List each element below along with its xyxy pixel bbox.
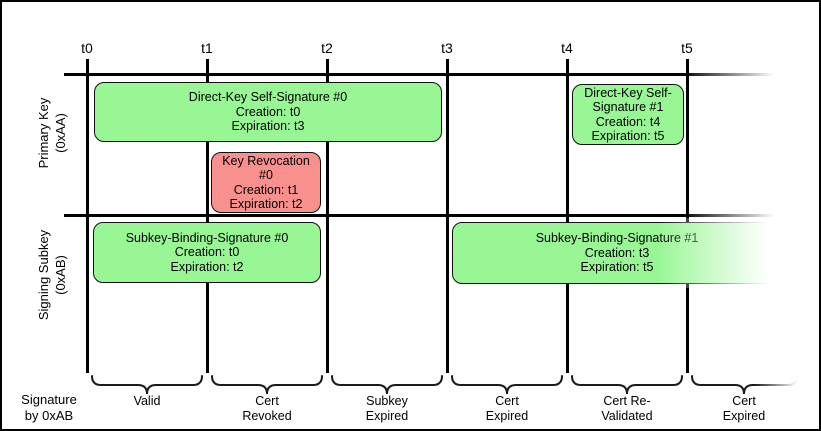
brace-subkey-expired — [331, 375, 443, 395]
axis-caption-line2: by 0xAB — [24, 408, 74, 423]
signature-box-subkey-binding-signature-0: Subkey-Binding-Signature #0 Creation: t0… — [93, 222, 321, 283]
brace-valid — [91, 375, 203, 395]
fade-overlay-subkey-binding-signature-1 — [657, 218, 795, 288]
tick-label-t5: t5 — [681, 40, 693, 56]
signature-box-direct-key-self-signature-1: Direct-Key Self-Signature #1 Creation: t… — [572, 84, 684, 145]
signature-box-direct-key-self-signature-0: Direct-Key Self-Signature #0 Creation: t… — [94, 82, 442, 142]
tick-label-t4: t4 — [561, 40, 573, 56]
tick-label-t1: t1 — [201, 40, 213, 56]
signing-subkey-row-line — [64, 214, 782, 217]
fade-overlay-last-brace — [754, 371, 809, 393]
segment-label-line: Cert — [255, 394, 279, 408]
box-expiration: Expiration: t5 — [591, 129, 665, 143]
axis-caption-signature-by-0xab: Signature by 0xAB — [6, 392, 92, 424]
segment-label-cert-revoked: Cert Revoked — [217, 394, 317, 424]
box-title: Key Revocation #0 — [222, 153, 310, 183]
box-expiration: Expiration: t2 — [170, 259, 244, 274]
segment-label-line: Subkey — [366, 394, 408, 408]
box-creation: Creation: t4 — [595, 114, 661, 129]
box-expiration: Expiration: t2 — [229, 197, 303, 211]
primary-key-row-line — [64, 73, 782, 76]
box-expiration: Expiration: t5 — [580, 260, 654, 275]
segment-label-line: Validated — [601, 409, 653, 423]
box-title: Direct-Key Self-Signature #1 — [584, 85, 672, 115]
brace-cert-revalidated — [571, 375, 683, 395]
brace-cert-expired-1 — [451, 375, 563, 395]
box-expiration: Expiration: t3 — [231, 119, 305, 134]
box-title: Direct-Key Self-Signature #0 — [188, 90, 348, 105]
segment-label-line: Cert Re- — [603, 394, 651, 408]
segment-label-subkey-expired: Subkey Expired — [337, 394, 437, 424]
segment-label-line: Expired — [485, 409, 529, 423]
segment-label-line: Expired — [365, 409, 409, 423]
axis-caption-line1: Signature — [21, 392, 77, 407]
segment-label-cert-expired-2: Cert Expired — [694, 394, 794, 424]
segment-label-cert-expired-1: Cert Expired — [457, 394, 557, 424]
segment-label-line: Revoked — [242, 409, 292, 423]
segment-label-line: Valid — [133, 394, 161, 408]
segment-label-valid: Valid — [97, 394, 197, 409]
tick-label-t2: t2 — [321, 40, 333, 56]
box-creation: Creation: t3 — [584, 245, 650, 260]
brace-cert-revoked — [211, 375, 323, 395]
segment-label-line: Expired — [722, 409, 766, 423]
tick-label-t3: t3 — [441, 40, 453, 56]
box-title: Subkey-Binding-Signature #0 — [125, 230, 289, 245]
segment-label-cert-revalidated: Cert Re- Validated — [577, 394, 677, 424]
segment-label-line: Cert — [495, 394, 519, 408]
tick-label-t0: t0 — [81, 40, 93, 56]
box-creation: Creation: t0 — [174, 245, 240, 260]
box-creation: Creation: t1 — [233, 182, 299, 197]
segment-label-line: Cert — [732, 394, 756, 408]
signature-box-key-revocation-0: Key Revocation #0 Creation: t1 Expiratio… — [211, 152, 321, 213]
box-creation: Creation: t0 — [235, 104, 301, 119]
